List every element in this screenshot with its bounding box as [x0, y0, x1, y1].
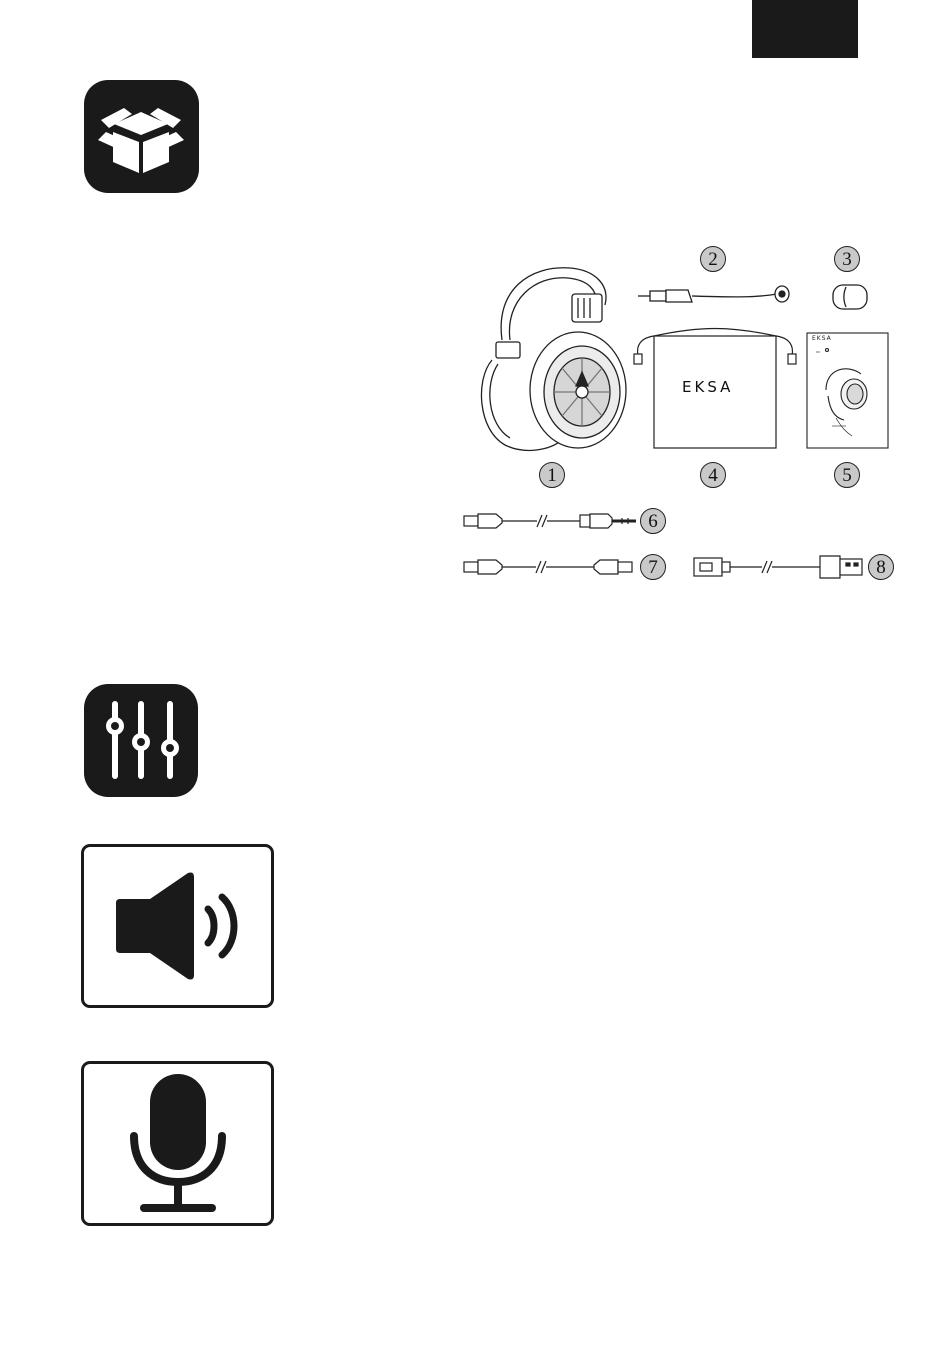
foam-windscreen-illustration	[830, 282, 870, 312]
item-number-4: 4	[700, 462, 726, 488]
speaker-icon	[81, 844, 274, 1008]
microphone-icon	[81, 1061, 274, 1226]
usbc-to-usba-cable-illustration	[692, 552, 866, 582]
header-tab	[752, 0, 858, 58]
sliders-icon	[84, 684, 198, 797]
usbc-to-3.5mm-cable-illustration	[462, 508, 638, 534]
usbc-to-usbc-cable-illustration	[462, 554, 638, 580]
detachable-mic-illustration	[636, 282, 791, 310]
item-number-8: 8	[868, 554, 894, 580]
manual-brand-text: EKSA	[812, 335, 832, 342]
user-manual-illustration	[806, 332, 889, 449]
item-number-2: 2	[700, 246, 726, 272]
box-icon	[84, 80, 199, 193]
item-number-3: 3	[834, 246, 860, 272]
item-number-5: 5	[834, 462, 860, 488]
pouch-brand-text: EKSA	[682, 378, 733, 396]
item-number-1: 1	[539, 462, 565, 488]
item-number-7: 7	[640, 554, 666, 580]
headset-illustration	[470, 260, 630, 460]
item-number-6: 6	[640, 508, 666, 534]
